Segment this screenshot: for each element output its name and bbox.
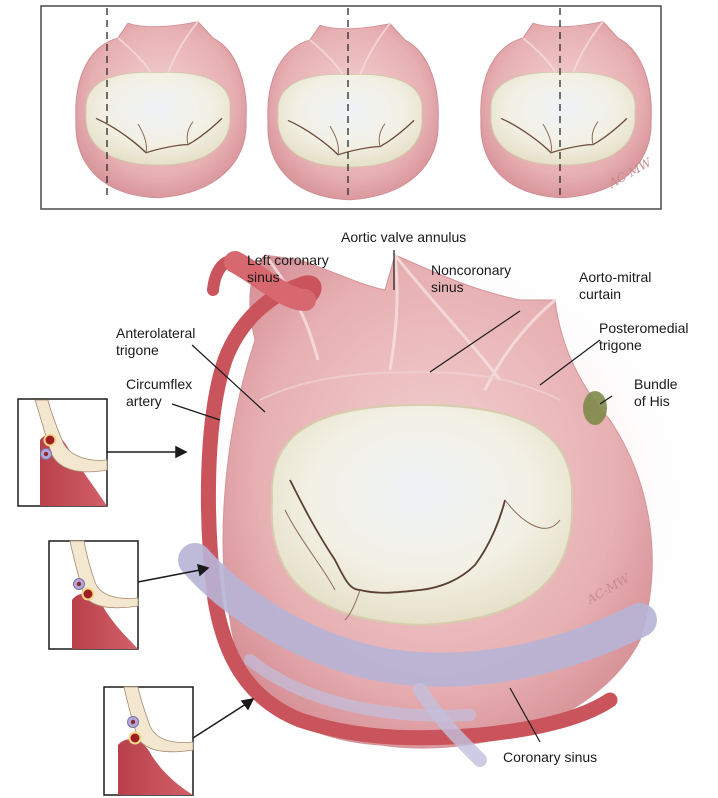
label-posteromedial-trigone: Posteromedial trigone <box>599 320 692 353</box>
label-noncoronary-sinus: Noncoronary sinus <box>431 262 515 295</box>
bundle-of-his <box>583 391 607 425</box>
label-coronary-sinus: Coronary sinus <box>503 749 597 765</box>
inset-3 <box>103 686 194 796</box>
label-aorto-mitral-curtain: Aorto-mitral curtain <box>579 269 655 302</box>
label-bundle-of-his: Bundle of His <box>634 376 681 409</box>
inset-arrows <box>107 445 255 739</box>
aortic-valve-cusps <box>270 403 574 627</box>
valve-commissures <box>289 479 506 594</box>
label-circumflex-artery: Circumflex artery <box>126 376 196 409</box>
cusp-folds <box>263 254 556 391</box>
label-left-coronary-sinus: Left coronary sinus <box>247 252 333 285</box>
valve-view-2 <box>266 8 440 201</box>
label-anterolateral-trigone: Anterolateral trigone <box>116 325 199 358</box>
label-aortic-valve-annulus: Aortic valve annulus <box>341 229 466 245</box>
inset-2 <box>48 540 139 650</box>
valve-view-3 <box>479 8 653 199</box>
valve-view-1 <box>74 8 248 199</box>
leader-lines <box>171 250 613 743</box>
coronary-sinus-vein <box>178 543 657 687</box>
inset-1 <box>17 398 108 507</box>
